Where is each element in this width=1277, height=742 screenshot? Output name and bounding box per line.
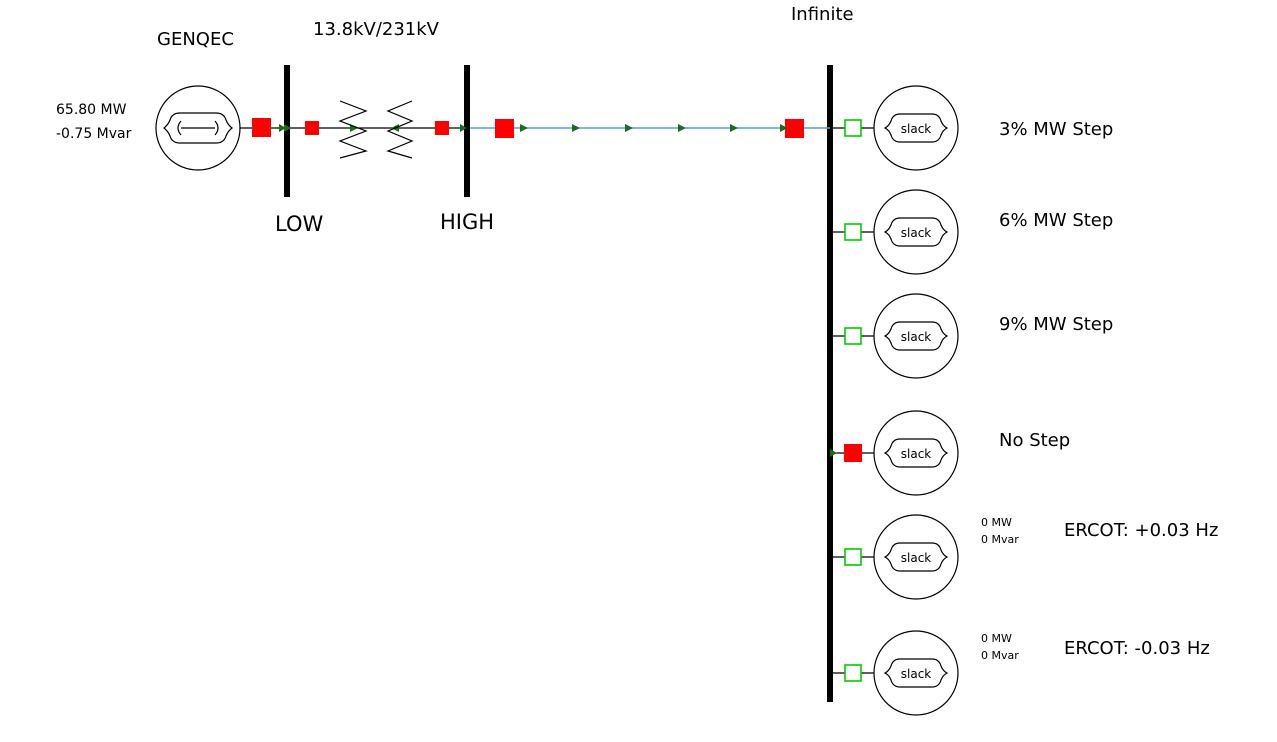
bus-high[interactable]	[464, 65, 470, 197]
slack-unit[interactable]: slack	[833, 85, 959, 171]
flow-arrow	[830, 449, 837, 457]
generator-symbol-icon	[883, 438, 949, 468]
line-breaker-infinite[interactable]	[785, 119, 804, 138]
slack-unit[interactable]: slack	[830, 410, 959, 496]
bus-low[interactable]	[284, 65, 290, 197]
slack-generator-circle	[873, 85, 959, 171]
slack-unit-label: ERCOT: -0.03 Hz	[1064, 638, 1210, 659]
slack-unit-label: No Step	[999, 430, 1071, 451]
transformer-low-breaker[interactable]	[305, 121, 319, 135]
slack-generator-circle	[873, 293, 959, 379]
generator-breaker[interactable]	[252, 118, 271, 137]
closed-breaker[interactable]	[844, 444, 862, 462]
generator-symbol-icon	[883, 217, 949, 247]
flow-arrow	[279, 124, 286, 132]
slack-units: slack slack slack slack slack slack	[830, 85, 959, 716]
flow-arrow	[460, 124, 467, 132]
slack-text: slack	[901, 226, 932, 240]
slack-text: slack	[901, 667, 932, 681]
bus-infinite[interactable]	[827, 65, 833, 702]
generator-mvar: -0.75 Mvar	[56, 126, 132, 142]
slack-text: slack	[901, 122, 932, 136]
transformer-windings[interactable]	[338, 100, 414, 159]
line-flow-arrows	[520, 124, 788, 132]
transformer-rating: 13.8kV/231kV	[313, 19, 439, 40]
slack-unit-mw: 0 MW	[981, 516, 1012, 529]
open-breaker[interactable]	[844, 119, 862, 137]
open-breaker[interactable]	[844, 548, 862, 566]
slack-text: slack	[901, 447, 932, 461]
slack-unit-label: 6% MW Step	[999, 210, 1114, 231]
slack-unit-mvar: 0 Mvar	[981, 533, 1019, 546]
slack-unit-label: 9% MW Step	[999, 314, 1114, 335]
open-breaker[interactable]	[844, 223, 862, 241]
slack-unit-mvar: 0 Mvar	[981, 649, 1019, 662]
line-breaker-high[interactable]	[495, 119, 514, 138]
open-breaker[interactable]	[844, 664, 862, 682]
generator-genqec[interactable]	[155, 85, 241, 171]
generator-name: GENQEC	[157, 29, 234, 50]
bus-high-label: HIGH	[440, 210, 495, 234]
slack-text: slack	[901, 551, 932, 565]
slack-unit-label: ERCOT: +0.03 Hz	[1064, 520, 1219, 541]
slack-unit[interactable]: slack	[833, 189, 959, 275]
bus-low-label: LOW	[275, 212, 324, 236]
slack-generator-circle	[873, 514, 959, 600]
slack-unit[interactable]: slack	[833, 293, 959, 379]
generator-symbol-icon	[883, 658, 949, 688]
generator-mw: 65.80 MW	[56, 102, 127, 118]
bus-infinite-label: Infinite	[791, 4, 854, 25]
slack-unit-mw: 0 MW	[981, 632, 1012, 645]
generator-symbol-icon	[883, 113, 949, 143]
flow-arrow	[284, 124, 291, 132]
slack-generator-circle	[873, 630, 959, 716]
slack-text: slack	[901, 330, 932, 344]
slack-generator-circle	[873, 410, 959, 496]
generator-symbol-icon	[883, 542, 949, 572]
slack-unit-label: 3% MW Step	[999, 119, 1114, 140]
generator-symbol-icon	[883, 321, 949, 351]
slack-unit[interactable]: slack	[833, 514, 959, 600]
slack-unit[interactable]: slack	[833, 630, 959, 716]
transformer-high-breaker[interactable]	[435, 121, 449, 135]
slack-generator-circle	[873, 189, 959, 275]
open-breaker[interactable]	[844, 327, 862, 345]
